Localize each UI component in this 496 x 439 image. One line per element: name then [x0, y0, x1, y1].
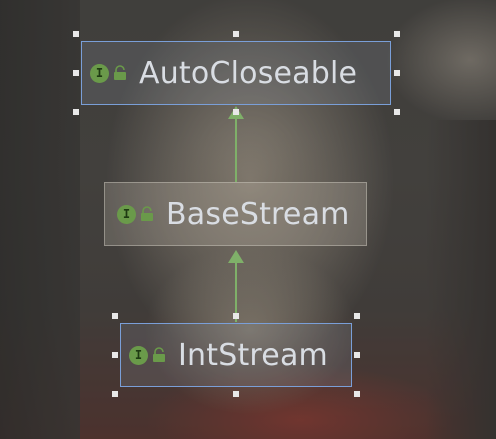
node-intstream[interactable]: I IntStream [120, 323, 352, 387]
selection-handle[interactable] [354, 352, 360, 358]
selection-handle[interactable] [112, 352, 118, 358]
selection-handle[interactable] [233, 31, 239, 37]
selection-handle[interactable] [394, 31, 400, 37]
lock-icon [114, 65, 126, 80]
selection-handle[interactable] [394, 70, 400, 76]
selection-handle[interactable] [394, 109, 400, 115]
edge-intstream-basestream [235, 262, 237, 322]
selection-handle[interactable] [73, 31, 79, 37]
selection-handle[interactable] [233, 109, 239, 115]
selection-handle[interactable] [354, 391, 360, 397]
interface-icon: I [117, 204, 136, 224]
node-label: AutoCloseable [139, 55, 358, 91]
background-photo-dark-left [0, 0, 80, 439]
background-photo-shade [120, 130, 380, 290]
selection-handle[interactable] [233, 391, 239, 397]
edge-basestream-autocloseable [235, 118, 237, 182]
node-label: IntStream [178, 337, 328, 373]
selection-handle[interactable] [112, 313, 118, 319]
selection-handle[interactable] [73, 109, 79, 115]
interface-icon: I [129, 345, 148, 365]
lock-icon [153, 347, 165, 362]
selection-handle[interactable] [112, 391, 118, 397]
inheritance-arrow-head [228, 250, 244, 263]
selection-handle[interactable] [233, 313, 239, 319]
lock-icon [141, 206, 153, 221]
selection-handle[interactable] [73, 70, 79, 76]
node-basestream[interactable]: I BaseStream [104, 182, 367, 246]
background-photo-dark-right [426, 120, 496, 439]
interface-icon: I [90, 63, 109, 83]
node-label: BaseStream [166, 196, 350, 232]
node-autocloseable[interactable]: I AutoCloseable [81, 41, 391, 105]
selection-handle[interactable] [354, 313, 360, 319]
